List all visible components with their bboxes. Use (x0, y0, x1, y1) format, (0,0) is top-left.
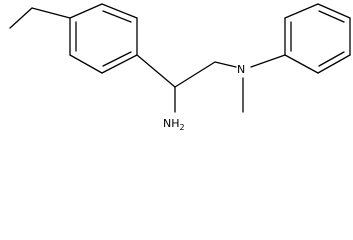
bond-ethyl-ch2 (31, 7, 71, 19)
bond-ch-to-ch2 (174, 61, 216, 88)
ring1-bond-2 (101, 3, 138, 19)
bond-ethyl-ch3 (9, 7, 33, 29)
ethyl-group (9, 7, 71, 29)
chemical-structure-diagram: N NH2 (9, 3, 351, 132)
bond-ring-to-ch (136, 54, 176, 88)
ring1-bond-4 (101, 54, 138, 74)
ring2-double-2 (318, 10, 345, 23)
ring1-double-1 (102, 10, 132, 23)
ring2-double-3 (318, 51, 345, 67)
ring1-double-2 (102, 51, 132, 67)
bond-n-to-phenyl (250, 54, 286, 68)
amine-group-label: NH2 (163, 117, 185, 132)
phenyl-ring (284, 3, 351, 74)
ring1-bond-1 (69, 3, 103, 19)
amine-label-text: NH (163, 117, 180, 130)
ethylamine-chain (136, 54, 237, 113)
ethylphenyl-ring (69, 3, 138, 74)
ring2-bond-6 (284, 54, 319, 74)
ring1-bond-5 (69, 54, 103, 74)
ring2-bond-5 (317, 54, 351, 74)
nitrogen-atom-label: N (237, 63, 245, 76)
bond-ch2-to-n (214, 61, 237, 68)
amine-subscript: 2 (180, 123, 185, 132)
ring2-bond-2 (284, 3, 319, 19)
ring2-bond-3 (317, 3, 351, 19)
